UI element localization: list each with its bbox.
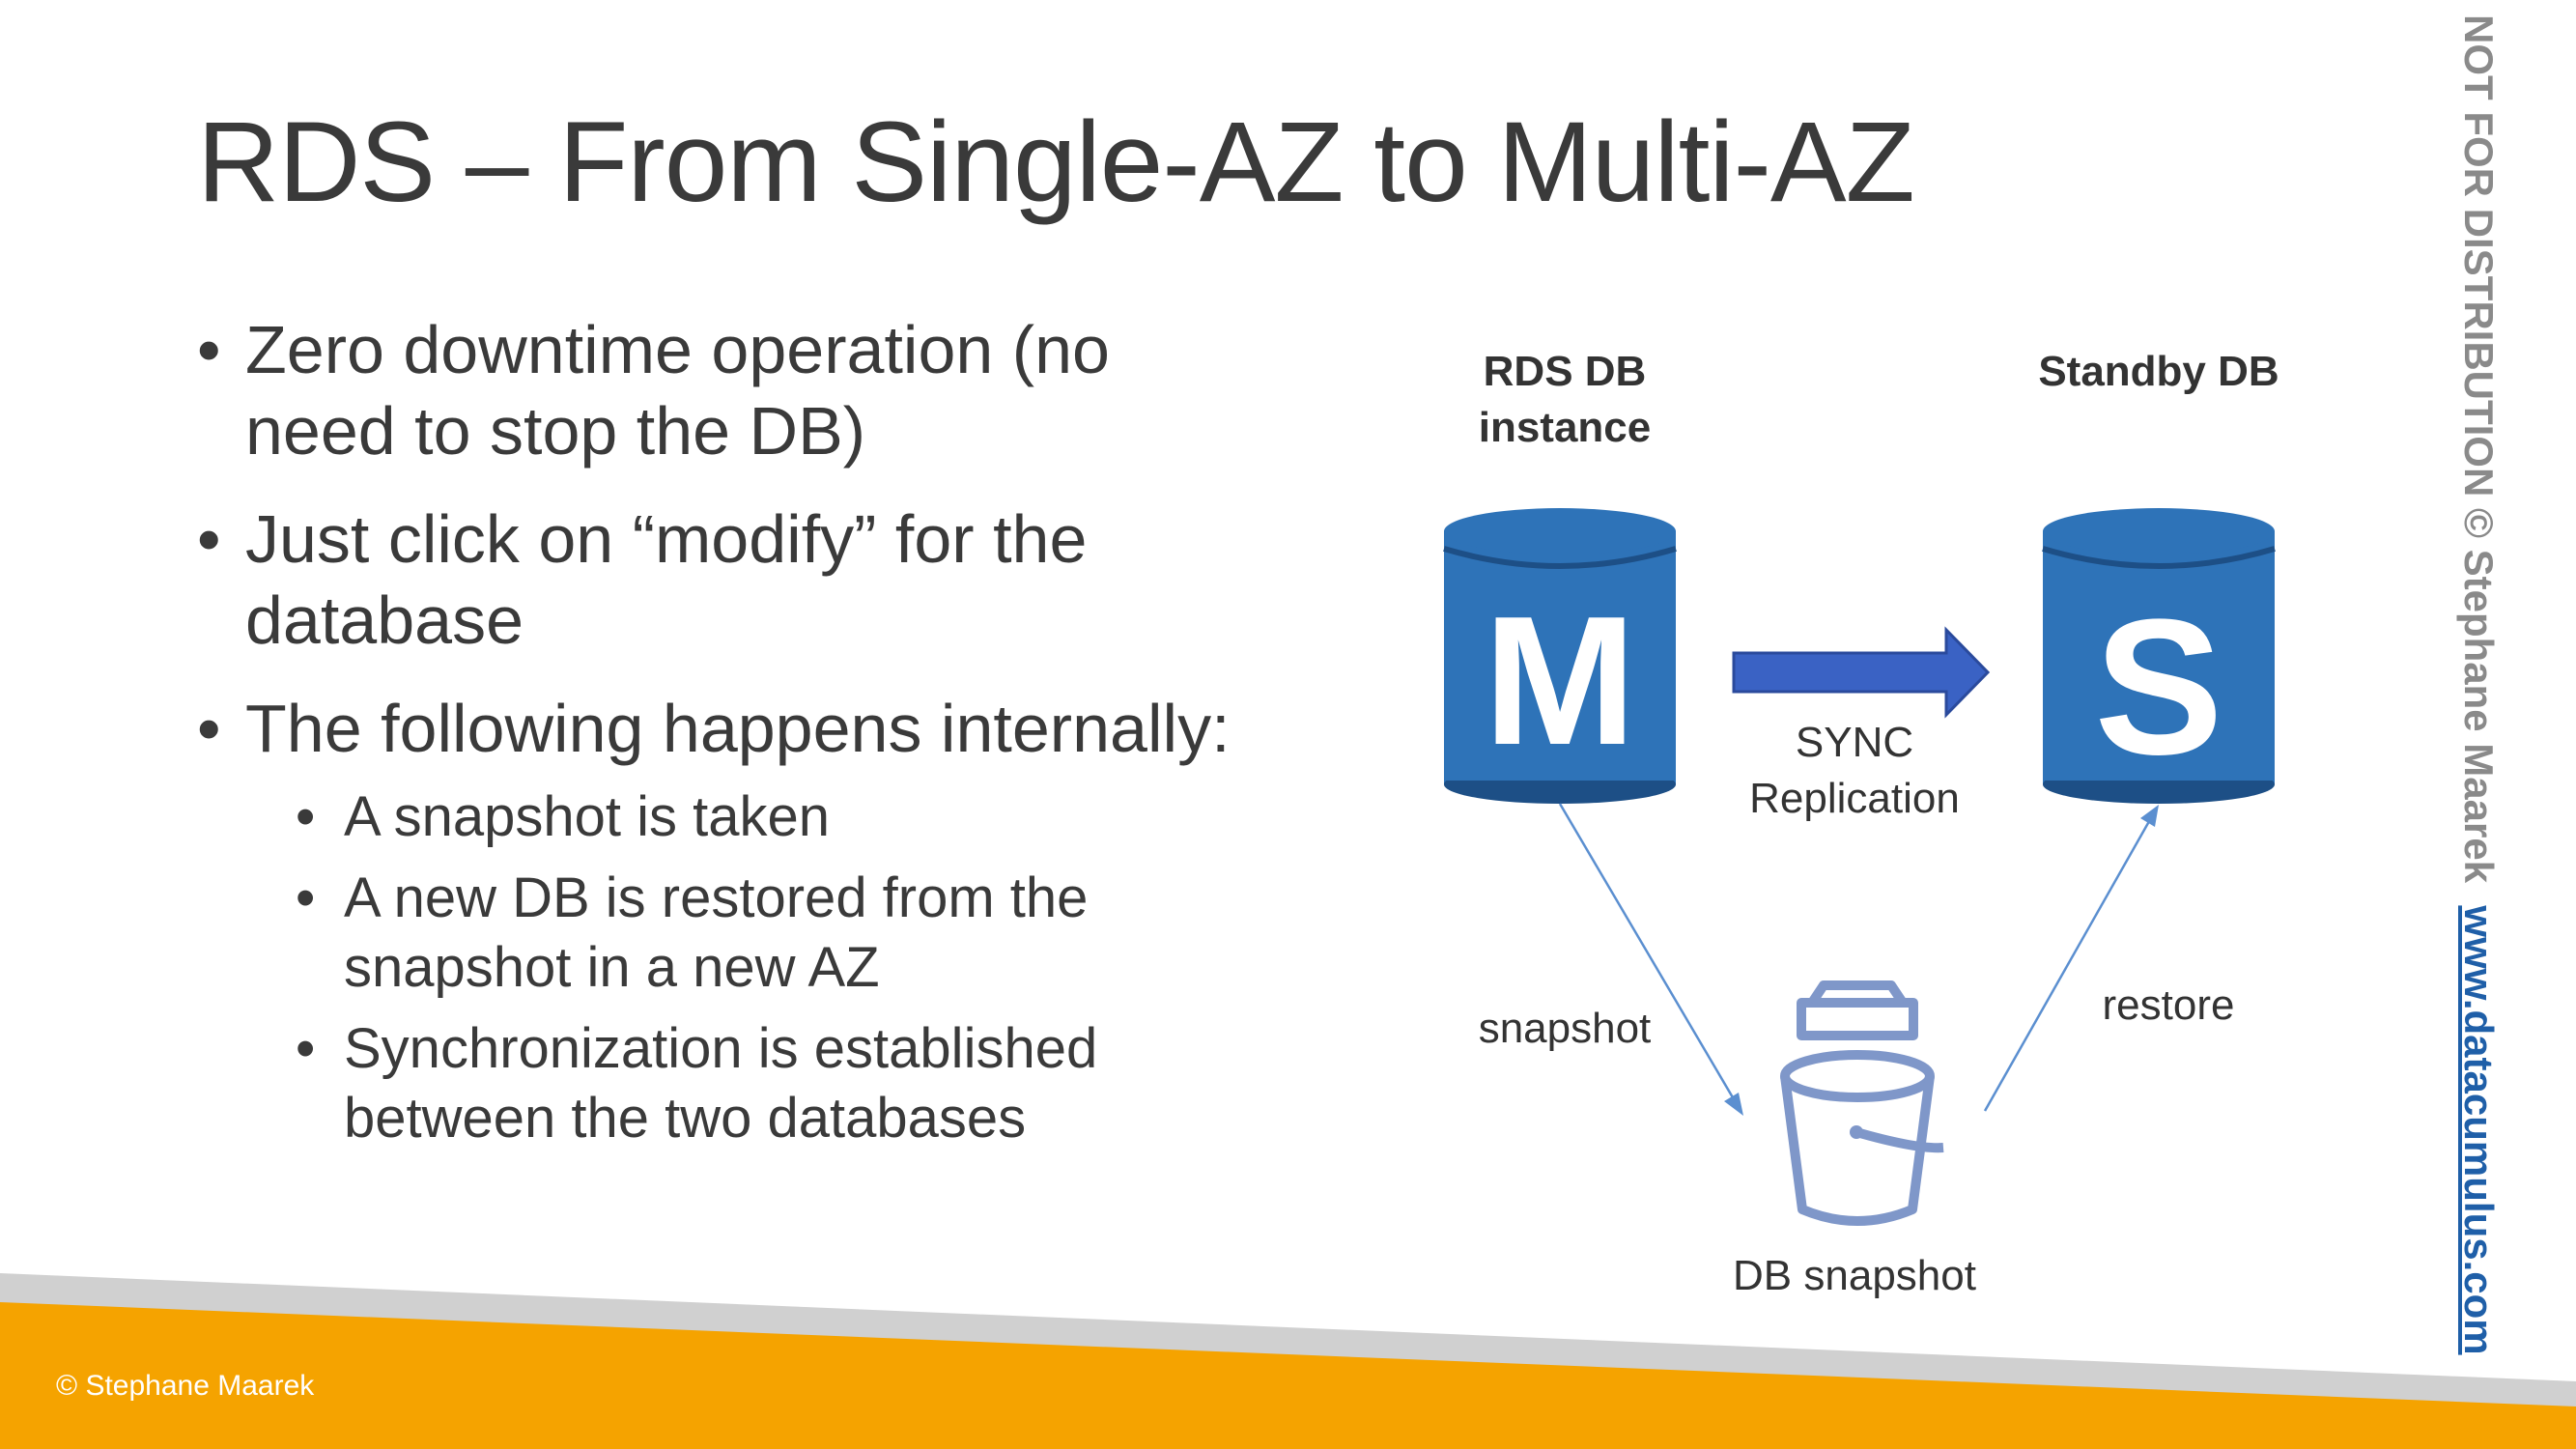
bullet-item: The following happens internally: [197,688,1240,769]
sync-arrow-icon [1732,626,1991,719]
standby-db-letter: S [2094,580,2222,795]
db-snapshot-bucket-icon [1780,980,1944,1226]
sub-bullet-item: A new DB is restored from the snapshot i… [197,864,1310,1003]
standby-db-label: Standby DB [2038,348,2279,395]
sub-bullet-list: A snapshot is taken A new DB is restored… [197,782,1240,1153]
standby-db-icon: S [2042,508,2276,804]
sub-bullet-item: A snapshot is taken [197,782,1240,852]
footer-copyright: © Stephane Maarek [56,1370,315,1402]
db-snapshot-label: DB snapshot [1733,1252,1976,1299]
snapshot-edge-label: snapshot [1478,1005,1652,1052]
watermark-text: NOT FOR DISTRIBUTION © Stephane Maarek [2456,14,2502,884]
sync-replication-label: SYNC Replication [1729,715,1980,827]
sub-bullet-item: Synchronization is established between t… [197,1014,1310,1153]
restore-edge-arrow [1983,805,2159,1112]
bullet-item: Just click on “modify” for the database [197,498,1240,661]
primary-db-label-line2: instance [1478,404,1652,451]
sync-label-line2: Replication [1749,775,1960,822]
primary-db-label-line1: RDS DB [1483,348,1647,395]
restore-edge-label: restore [2102,981,2235,1029]
primary-db-icon: M [1443,508,1677,804]
footer-orange-band [0,1302,2576,1449]
primary-db-letter: M [1484,579,1636,783]
watermark-vertical: NOT FOR DISTRIBUTION © Stephane Maarek w… [2455,14,2502,1355]
primary-db-label: RDS DB instance [1468,344,1661,456]
sync-label-line1: SYNC [1795,719,1914,766]
bullet-list: Zero downtime operation (no need to stop… [197,309,1240,1165]
bullet-item: Zero downtime operation (no need to stop… [197,309,1240,471]
snapshot-edge-arrow [1558,803,1743,1116]
watermark-url-link[interactable]: www.datacumulus.com [2456,905,2502,1355]
slide-title: RDS – From Single-AZ to Multi-AZ [197,99,1915,226]
